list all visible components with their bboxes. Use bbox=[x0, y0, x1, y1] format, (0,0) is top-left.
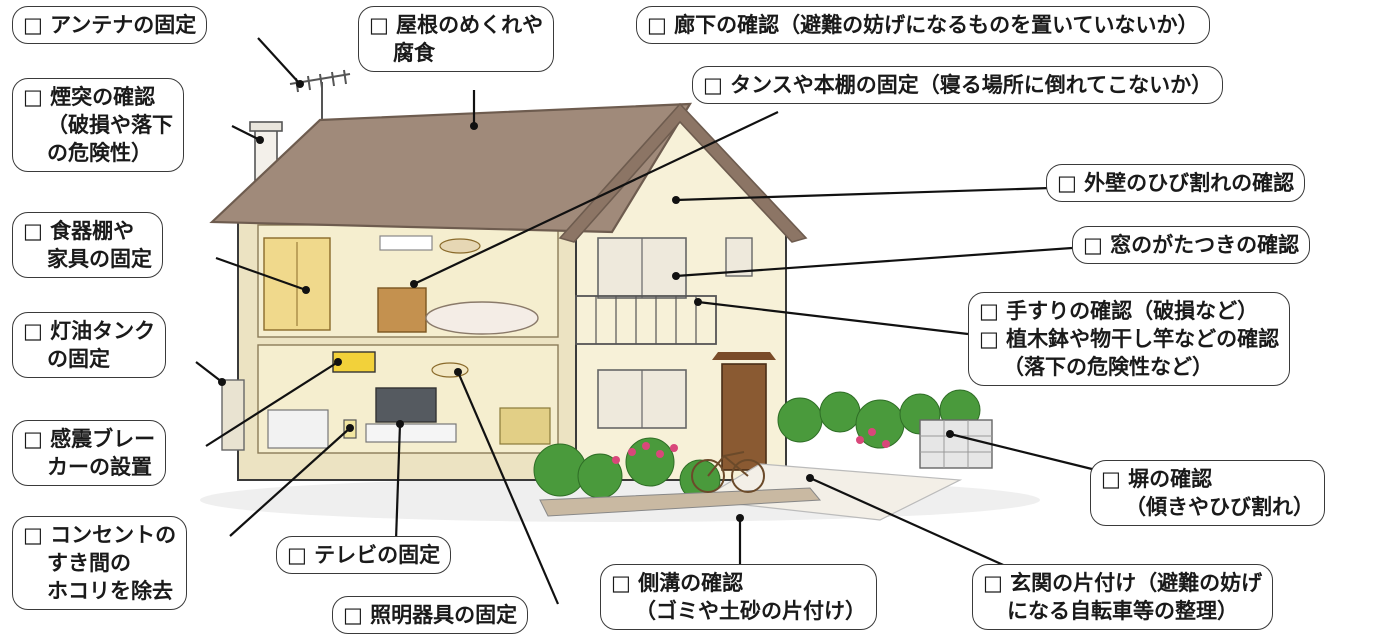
label-outlet-line-3: ホコリを除去 bbox=[47, 579, 173, 603]
label-handrail-line-2: □ 植木鉢や物干し竿などの確認 bbox=[979, 327, 1280, 351]
door-canopy bbox=[712, 352, 776, 360]
label-roof-line-1: □ 屋根のめくれや bbox=[369, 13, 544, 37]
kerosene-tank bbox=[221, 379, 245, 451]
label-chimney-line-1: □ 煙突の確認 bbox=[23, 85, 156, 109]
label-gutter-line-1: □ 側溝の確認 bbox=[611, 571, 744, 595]
aircon bbox=[379, 235, 433, 251]
label-gutter-line-2: （ゴミや土砂の片付け） bbox=[635, 599, 866, 623]
label-fence-line-2: （傾きやひび割れ） bbox=[1125, 495, 1314, 519]
label-tv-line-1: □ テレビの固定 bbox=[287, 543, 441, 567]
label-cupboard-line-2: 家具の固定 bbox=[47, 247, 152, 271]
label-outlet-line-2: すき間の bbox=[47, 551, 131, 575]
label-wardrobe: □ タンスや本棚の固定（寝る場所に倒れてこないか） bbox=[692, 66, 1224, 104]
wardrobe-furniture bbox=[377, 287, 427, 333]
label-handrail-line-3: （落下の危険性など） bbox=[1003, 355, 1213, 379]
tv-stand bbox=[365, 423, 457, 443]
roof bbox=[209, 102, 693, 234]
label-handrail-line-1: □ 手すりの確認（破損など） bbox=[979, 299, 1259, 323]
label-window-line-1: □ 窓のがたつきの確認 bbox=[1083, 233, 1300, 257]
balcony bbox=[575, 295, 717, 345]
label-breaker-line-1: □ 感震ブレー bbox=[23, 427, 156, 451]
label-outlet: □ コンセントの すき間の ホコリを除去 bbox=[12, 516, 188, 610]
label-wardrobe-line-1: □ タンスや本棚の固定（寝る場所に倒れてこないか） bbox=[703, 73, 1213, 97]
label-entrance: □ 玄関の片付け（避難の妨げ になる自転車等の整理） bbox=[972, 564, 1274, 630]
bicycle-icon bbox=[691, 451, 765, 493]
label-cupboard: □ 食器棚や 家具の固定 bbox=[12, 212, 163, 278]
label-hallway: □ 廊下の確認（避難の妨げになるものを置いていないか） bbox=[636, 6, 1210, 44]
label-chimney: □ 煙突の確認 （破損や落下 の危険性） bbox=[12, 78, 184, 172]
label-entrance-line-1: □ 玄関の片付け（避難の妨げ bbox=[983, 571, 1263, 595]
label-outlet-line-1: □ コンセントの bbox=[23, 523, 177, 547]
appliance bbox=[267, 409, 329, 449]
label-exterior-wall-line-1: □ 外壁のひび割れの確認 bbox=[1057, 171, 1295, 195]
block-fence bbox=[919, 419, 993, 469]
label-chimney-line-3: の危険性） bbox=[47, 141, 152, 165]
label-kerosene-line-1: □ 灯油タンク bbox=[23, 319, 156, 343]
label-antenna-line-1: □ アンテナの固定 bbox=[23, 13, 197, 37]
label-fence-line-1: □ 塀の確認 bbox=[1101, 467, 1213, 491]
label-hallway-line-1: □ 廊下の確認（避難の妨げになるものを置いていないか） bbox=[647, 13, 1199, 37]
flowers bbox=[612, 428, 890, 464]
side-gutter bbox=[539, 487, 822, 517]
chimney-cap bbox=[249, 121, 283, 132]
label-kerosene: □ 灯油タンク の固定 bbox=[12, 312, 167, 378]
label-breaker: □ 感震ブレー カーの設置 bbox=[12, 420, 167, 486]
leader-lines bbox=[195, 37, 1097, 605]
label-entrance-line-2: になる自転車等の整理） bbox=[1007, 599, 1238, 623]
label-gutter: □ 側溝の確認 （ゴミや土砂の片付け） bbox=[600, 564, 877, 630]
label-lighting: □ 照明器具の固定 bbox=[332, 596, 529, 634]
label-breaker-line-2: カーの設置 bbox=[47, 455, 152, 479]
leader-dots bbox=[218, 80, 954, 522]
label-chimney-line-2: （破損や落下 bbox=[47, 113, 173, 137]
label-handrail: □ 手すりの確認（破損など） □ 植木鉢や物干し竿などの確認 （落下の危険性など… bbox=[968, 292, 1291, 386]
label-cupboard-line-1: □ 食器棚や bbox=[23, 219, 135, 243]
label-roof: □ 屋根のめくれや 腐食 bbox=[358, 6, 555, 72]
label-antenna: □ アンテナの固定 bbox=[12, 6, 208, 44]
label-exterior-wall: □ 外壁のひび割れの確認 bbox=[1046, 164, 1306, 202]
label-window: □ 窓のがたつきの確認 bbox=[1072, 226, 1311, 264]
gable-roof-edge bbox=[558, 102, 808, 243]
breaker-box bbox=[332, 351, 376, 373]
small-window bbox=[725, 237, 753, 277]
label-fence: □ 塀の確認 （傾きやひび割れ） bbox=[1090, 460, 1325, 526]
label-roof-line-2: 腐食 bbox=[393, 41, 435, 65]
label-lighting-line-1: □ 照明器具の固定 bbox=[343, 603, 518, 627]
ceiling-lamp-lower bbox=[431, 362, 469, 378]
bed bbox=[425, 301, 539, 335]
label-tv: □ テレビの固定 bbox=[276, 536, 452, 574]
sofa bbox=[499, 407, 551, 445]
label-kerosene-line-2: の固定 bbox=[47, 347, 110, 371]
ceiling-lamp-upper bbox=[439, 238, 481, 254]
tv-set bbox=[375, 387, 437, 423]
